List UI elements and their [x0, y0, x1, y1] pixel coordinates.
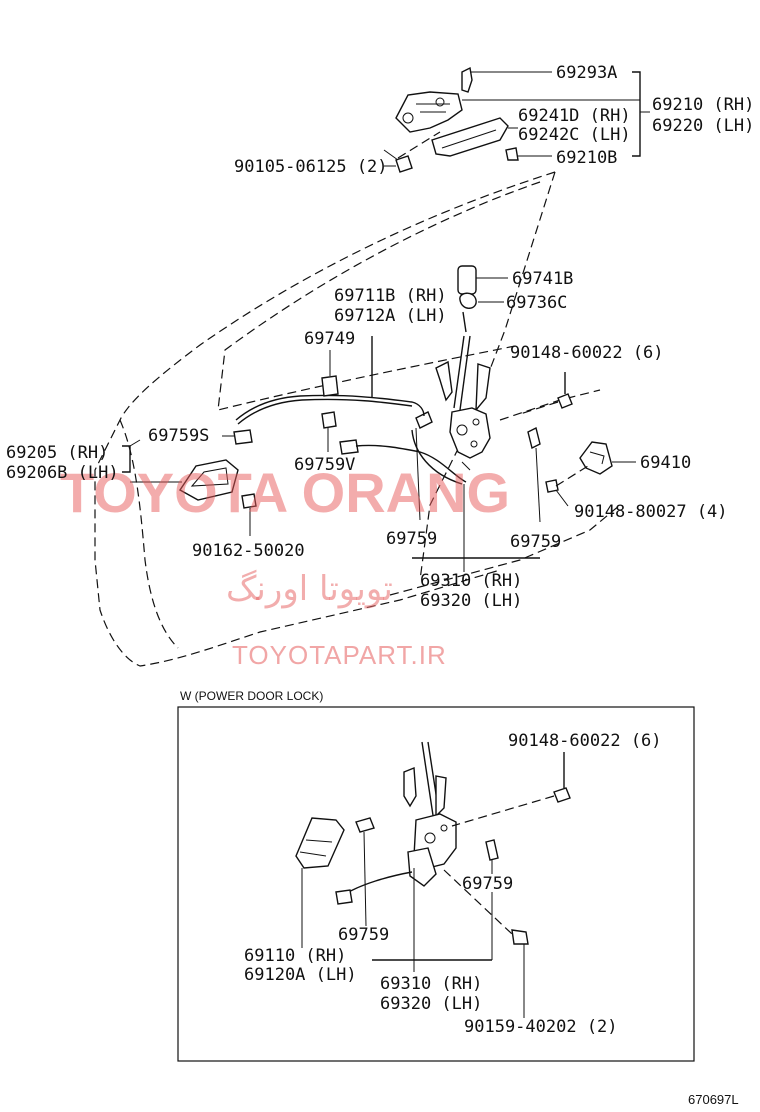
lock-linkage	[475, 363, 491, 413]
label-69749: 69749	[304, 329, 355, 349]
door-lock-assembly	[435, 335, 491, 471]
inside-handle	[122, 439, 257, 536]
watermark-brand: TOYOTA ORANG	[60, 461, 510, 524]
label-90148b: 90148-80027 (4)	[574, 502, 728, 522]
lock-motor	[295, 817, 345, 869]
label-69711b: 69711B (RH)	[334, 286, 447, 306]
outside-handle-assembly	[383, 66, 519, 173]
label-69110: 69110 (RH)	[244, 946, 346, 966]
label-90105: 90105-06125 (2)	[234, 157, 388, 177]
inset-clip-a	[355, 817, 375, 833]
watermark-persian: تویوتا اورنگ	[226, 569, 393, 609]
screw-90148a	[519, 372, 573, 415]
watermarks: TOYOTA ORANG تویوتا اورنگ TOYOTAPART.IR	[60, 461, 510, 670]
clip-69759v	[321, 411, 337, 429]
label-69712a: 69712A (LH)	[334, 306, 447, 326]
clip-69749	[321, 375, 339, 397]
harness-connector	[339, 439, 359, 455]
connector-69759s	[233, 429, 253, 445]
label-69310a: 69310 (RH)	[420, 571, 522, 591]
inset-clip-b	[485, 839, 499, 861]
bolt-90105	[395, 155, 413, 173]
label-69736c: 69736C	[506, 293, 567, 313]
inset-lock-assembly	[295, 741, 571, 1018]
label-69210rh: 69210 (RH)	[652, 95, 754, 115]
screw-90162	[241, 493, 257, 509]
screw-90148b	[545, 479, 559, 493]
label-69759c: 69759	[462, 874, 513, 894]
grommet-69736c	[459, 292, 477, 309]
label-69759v: 69759V	[294, 455, 355, 475]
label-69310b: 69310 (RH)	[380, 974, 482, 994]
label-90148c: 90148-60022 (6)	[508, 731, 662, 751]
figure-id: 670697L	[688, 1092, 739, 1107]
label-69241d: 69241D (RH)	[518, 106, 631, 126]
label-69242c: 69242C (LH)	[518, 125, 631, 145]
label-90148a: 90148-60022 (6)	[510, 343, 664, 363]
label-69293a: 69293A	[556, 63, 617, 83]
label-69210b: 69210B	[556, 148, 617, 168]
label-69759b: 69759	[510, 532, 561, 552]
cap-69210b	[505, 147, 519, 161]
inset-labels: W (POWER DOOR LOCK) 90148-60022 (6) 6975…	[180, 689, 662, 1037]
bracket-69310	[412, 484, 540, 572]
label-69410: 69410	[640, 453, 691, 473]
label-69320a: 69320 (LH)	[420, 591, 522, 611]
label-69741b: 69741B	[512, 269, 573, 289]
inset-frame	[177, 706, 695, 1062]
label-69206b: 69206B (LH)	[6, 463, 119, 483]
inside-handle-cable	[222, 336, 467, 485]
lock-bracket	[435, 360, 453, 402]
inset-title: W (POWER DOOR LOCK)	[180, 689, 323, 703]
label-69120a: 69120A (LH)	[244, 965, 357, 985]
clips-69759	[415, 411, 541, 523]
screw-90159	[511, 929, 529, 945]
part-labels: 69293A 69210 (RH) 69220 (LH) 69241D (RH)…	[6, 63, 754, 611]
label-90162: 90162-50020	[192, 541, 305, 561]
label-90159: 90159-40202 (2)	[464, 1017, 618, 1037]
striker-69410	[545, 441, 636, 507]
label-69205: 69205 (RH)	[6, 443, 108, 463]
outside-handle	[431, 117, 509, 157]
label-69759a: 69759	[386, 529, 437, 549]
leaders-top	[384, 71, 650, 167]
lock-button-parts	[457, 265, 508, 333]
watermark-site: TOYOTAPART.IR	[232, 640, 447, 670]
knob-69741b	[457, 265, 477, 295]
door-lock	[449, 407, 491, 459]
label-69759d: 69759	[338, 925, 389, 945]
rod-69293a	[461, 66, 473, 93]
label-69320b: 69320 (LH)	[380, 994, 482, 1014]
clip-b	[527, 426, 541, 450]
label-69759s: 69759S	[148, 426, 209, 446]
label-69220lh: 69220 (LH)	[652, 116, 754, 136]
